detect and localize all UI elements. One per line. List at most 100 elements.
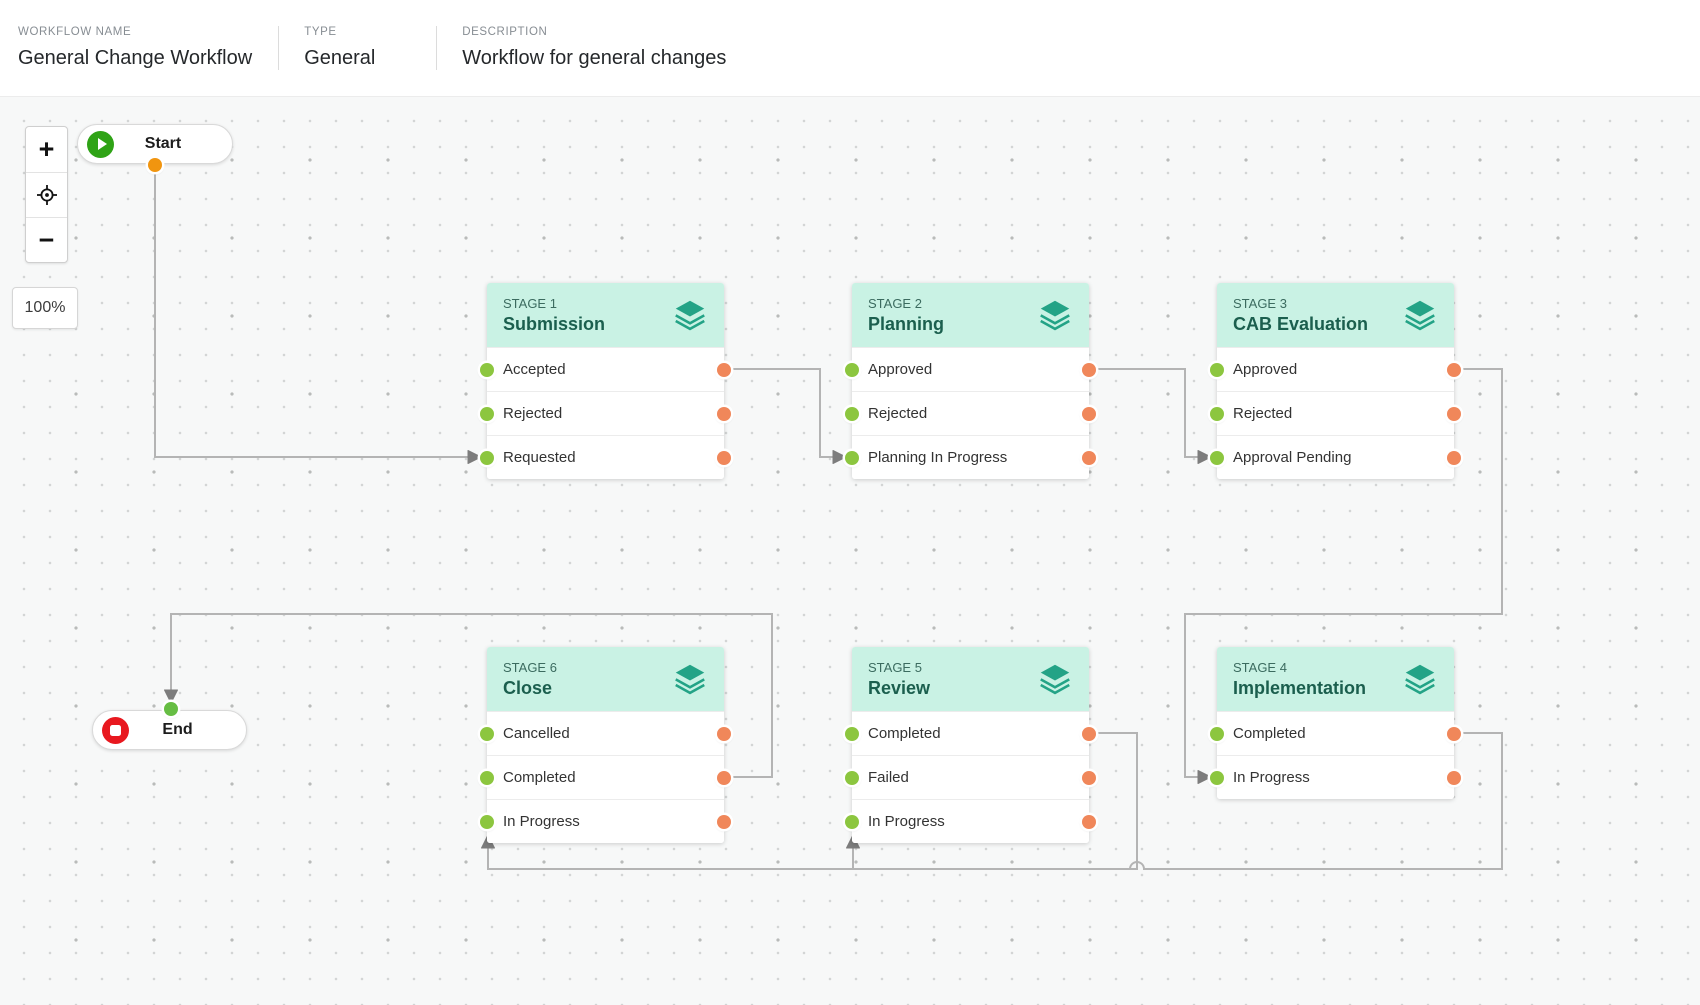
input-port[interactable] — [480, 407, 494, 421]
input-port[interactable] — [480, 363, 494, 377]
output-port[interactable] — [1082, 727, 1096, 741]
status-row[interactable]: Planning In Progress — [845, 435, 1096, 479]
stage-name: Submission — [503, 313, 606, 334]
output-port[interactable] — [1082, 407, 1096, 421]
status-row[interactable]: In Progress — [1210, 755, 1461, 799]
status-label: Rejected — [868, 405, 928, 422]
output-port[interactable] — [717, 451, 731, 465]
status-label: Completed — [868, 725, 941, 742]
status-row[interactable]: Requested — [480, 435, 731, 479]
zoom-in-button[interactable]: + — [26, 127, 67, 172]
input-port[interactable] — [480, 451, 494, 465]
output-port[interactable] — [1082, 771, 1096, 785]
status-label: Completed — [1233, 725, 1306, 742]
stage-number-label: STAGE 6 — [503, 659, 557, 675]
workflow-name-field: WORKFLOW NAME General Change Workflow — [0, 26, 278, 70]
status-row[interactable]: In Progress — [845, 799, 1096, 843]
status-row[interactable]: Accepted — [480, 347, 731, 391]
status-label: Approved — [1233, 361, 1298, 378]
status-label: Completed — [503, 769, 576, 786]
input-port[interactable] — [1210, 407, 1224, 421]
status-row[interactable]: Failed — [845, 755, 1096, 799]
stage-number-label: STAGE 3 — [1233, 295, 1287, 311]
end-node[interactable]: End — [92, 710, 247, 750]
workflow-description-value: Workflow for general changes — [462, 47, 727, 69]
output-port[interactable] — [1447, 451, 1461, 465]
workflow-name-label: WORKFLOW NAME — [18, 26, 132, 38]
status-row[interactable]: Completed — [480, 755, 731, 799]
input-port[interactable] — [845, 451, 859, 465]
output-port[interactable] — [717, 363, 731, 377]
stage-header[interactable]: STAGE 1 Submission — [487, 283, 724, 347]
input-port[interactable] — [845, 727, 859, 741]
status-row[interactable]: Completed — [1210, 711, 1461, 755]
status-label: Approval Pending — [1233, 449, 1352, 466]
status-row[interactable]: Cancelled — [480, 711, 731, 755]
input-port[interactable] — [845, 407, 859, 421]
stage-name: Review — [868, 677, 931, 698]
input-port[interactable] — [1210, 771, 1224, 785]
stage-header[interactable]: STAGE 4 Implementation — [1217, 647, 1454, 711]
input-port[interactable] — [480, 727, 494, 741]
output-port[interactable] — [1447, 771, 1461, 785]
zoom-out-button[interactable]: − — [26, 217, 67, 262]
output-port[interactable] — [717, 771, 731, 785]
start-node[interactable]: Start — [77, 124, 233, 164]
status-row[interactable]: Approved — [845, 347, 1096, 391]
output-port[interactable] — [717, 727, 731, 741]
input-port[interactable] — [480, 771, 494, 785]
status-row[interactable]: Rejected — [845, 391, 1096, 435]
status-row[interactable]: Approval Pending — [1210, 435, 1461, 479]
stage-name: Implementation — [1233, 677, 1367, 698]
input-port[interactable] — [845, 815, 859, 829]
status-label: In Progress — [503, 813, 580, 830]
status-label: In Progress — [868, 813, 945, 830]
input-port[interactable] — [845, 771, 859, 785]
layers-icon — [1405, 300, 1435, 331]
layers-icon — [675, 664, 705, 695]
status-label: In Progress — [1233, 769, 1310, 786]
stage-number-label: STAGE 5 — [868, 659, 922, 675]
workflow-info-bar: WORKFLOW NAME General Change Workflow TY… — [0, 0, 1700, 97]
status-row[interactable]: Rejected — [480, 391, 731, 435]
output-port[interactable] — [1447, 727, 1461, 741]
input-port[interactable] — [845, 363, 859, 377]
input-port[interactable] — [1210, 727, 1224, 741]
workflow-description-label: DESCRIPTION — [462, 26, 548, 38]
input-port[interactable] — [1210, 363, 1224, 377]
status-row[interactable]: Approved — [1210, 347, 1461, 391]
output-port[interactable] — [1082, 451, 1096, 465]
output-port[interactable] — [717, 815, 731, 829]
start-output-port[interactable] — [148, 158, 162, 172]
stage-number-label: STAGE 4 — [1233, 659, 1287, 675]
output-port[interactable] — [1082, 815, 1096, 829]
layers-icon — [1405, 664, 1435, 695]
status-row[interactable]: Rejected — [1210, 391, 1461, 435]
stage-number-label: STAGE 1 — [503, 295, 557, 311]
zoom-level-indicator: 100% — [12, 287, 78, 329]
output-port[interactable] — [717, 407, 731, 421]
input-port[interactable] — [480, 815, 494, 829]
status-row[interactable]: In Progress — [480, 799, 731, 843]
input-port[interactable] — [1210, 451, 1224, 465]
end-input-port[interactable] — [164, 702, 178, 716]
output-port[interactable] — [1447, 407, 1461, 421]
status-row[interactable]: Completed — [845, 711, 1096, 755]
status-label: Cancelled — [503, 725, 570, 742]
output-port[interactable] — [1447, 363, 1461, 377]
stage-header[interactable]: STAGE 5 Review — [852, 647, 1089, 711]
output-port[interactable] — [1082, 363, 1096, 377]
workflow-canvas[interactable] — [0, 97, 1700, 1005]
workflow-type-label: TYPE — [304, 26, 337, 38]
locate-button[interactable] — [26, 172, 67, 217]
start-play-icon — [87, 130, 114, 158]
